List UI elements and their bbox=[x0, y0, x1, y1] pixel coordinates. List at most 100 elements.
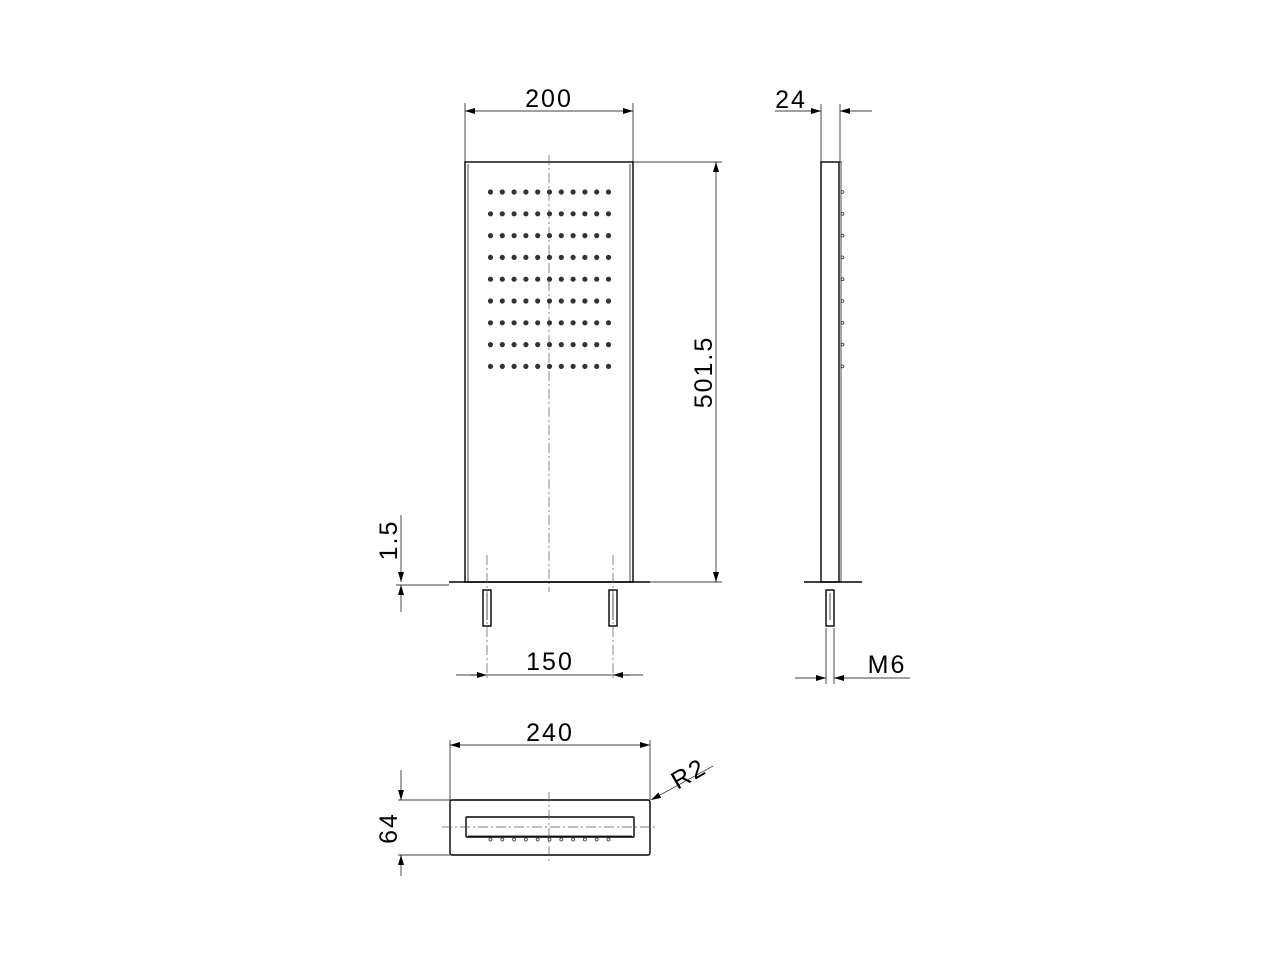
nozzle-hole bbox=[605, 320, 612, 326]
nozzle-hole bbox=[511, 233, 517, 239]
nozzle-hole bbox=[500, 837, 505, 842]
nozzle-hole bbox=[594, 341, 600, 348]
nozzle-hole bbox=[487, 189, 494, 195]
nozzle-hole bbox=[523, 189, 529, 195]
nozzle-hole bbox=[594, 837, 599, 842]
nozzle-hole bbox=[546, 233, 553, 239]
side-view: 24 M6 bbox=[775, 86, 910, 684]
nozzle-hole bbox=[605, 211, 612, 217]
nozzle-hole bbox=[840, 342, 845, 347]
nozzle-hole bbox=[558, 341, 564, 348]
nozzle-hole bbox=[535, 189, 541, 195]
nozzle-hole bbox=[558, 320, 564, 326]
nozzle-hole bbox=[840, 364, 845, 369]
nozzle-hole bbox=[582, 276, 588, 282]
nozzle-hole bbox=[605, 189, 612, 195]
nozzle-hole bbox=[511, 320, 517, 326]
nozzle-hole bbox=[571, 837, 575, 842]
nozzle-hole bbox=[558, 211, 564, 217]
nozzle-hole bbox=[487, 341, 494, 348]
fixing-distance-dimension: 150 bbox=[526, 648, 574, 676]
nozzle-hole bbox=[559, 837, 564, 842]
nozzle-hole bbox=[558, 189, 564, 195]
nozzle-hole bbox=[487, 320, 494, 326]
nozzle-hole bbox=[546, 189, 553, 195]
nozzle-hole bbox=[535, 298, 541, 304]
nozzle-hole bbox=[535, 211, 541, 217]
nozzle-hole bbox=[523, 298, 529, 304]
nozzle-hole bbox=[840, 320, 845, 325]
nozzle-hole bbox=[582, 298, 588, 304]
radius-dimension: R2 bbox=[666, 753, 711, 795]
nozzle-hole bbox=[523, 341, 529, 348]
nozzle-hole bbox=[499, 254, 505, 260]
nozzle-hole bbox=[523, 276, 529, 282]
nozzle-hole bbox=[582, 254, 588, 260]
nozzle-hole bbox=[535, 254, 541, 260]
nozzle-hole bbox=[499, 363, 505, 369]
nozzle-hole bbox=[594, 189, 600, 195]
nozzle-hole bbox=[546, 320, 553, 326]
nozzle-hole bbox=[605, 254, 612, 260]
nozzle-hole bbox=[511, 341, 517, 348]
nozzle-hole bbox=[511, 276, 517, 282]
nozzle-hole bbox=[535, 320, 541, 326]
nozzle-hole bbox=[487, 298, 494, 304]
nozzle-hole bbox=[558, 363, 564, 369]
nozzle-hole bbox=[499, 320, 505, 326]
top-view: 240 64 R2 bbox=[375, 719, 714, 876]
fixing-bolt bbox=[825, 589, 835, 627]
nozzle-hole bbox=[570, 320, 576, 326]
nozzle-hole bbox=[558, 254, 564, 260]
nozzle-hole bbox=[499, 211, 505, 217]
nozzle-hole bbox=[582, 233, 588, 239]
nozzle-hole bbox=[487, 276, 494, 282]
nozzle-hole bbox=[524, 837, 528, 842]
nozzle-hole bbox=[570, 298, 576, 304]
nozzle-hole bbox=[499, 276, 505, 282]
nozzle-hole bbox=[487, 233, 494, 239]
nozzle-hole bbox=[558, 298, 564, 304]
nozzle-hole bbox=[582, 320, 588, 326]
nozzle-hole bbox=[523, 211, 529, 217]
nozzle-hole bbox=[535, 837, 540, 842]
nozzle-hole bbox=[570, 276, 576, 282]
nozzle-row bbox=[488, 837, 611, 842]
height-dimension: 501.5 bbox=[690, 336, 718, 409]
nozzle-hole bbox=[594, 363, 600, 369]
fixing-bolt bbox=[608, 555, 618, 680]
nozzle-hole bbox=[583, 837, 587, 842]
nozzle-hole bbox=[840, 233, 845, 238]
nozzle-hole bbox=[582, 211, 588, 217]
nozzle-hole bbox=[535, 276, 541, 282]
nozzle-hole bbox=[523, 233, 529, 239]
nozzle-hole bbox=[594, 320, 600, 326]
nozzle-hole bbox=[582, 189, 588, 195]
nozzle-hole bbox=[840, 299, 845, 303]
nozzle-hole bbox=[511, 298, 517, 304]
nozzle-hole bbox=[535, 233, 541, 239]
nozzle-hole bbox=[605, 341, 612, 348]
nozzle-hole bbox=[535, 363, 541, 369]
nozzle-hole bbox=[499, 341, 505, 348]
nozzle-hole bbox=[840, 212, 845, 216]
nozzle-hole bbox=[547, 837, 552, 842]
nozzle-hole bbox=[606, 837, 611, 842]
nozzle-hole bbox=[511, 363, 517, 369]
nozzle-hole bbox=[594, 276, 600, 282]
depth-dimension: 24 bbox=[775, 86, 807, 114]
nozzle-hole bbox=[605, 298, 612, 304]
nozzle-hole bbox=[605, 276, 612, 282]
nozzle-hole bbox=[594, 233, 600, 239]
nozzle-hole bbox=[512, 837, 516, 842]
fixing-bolt bbox=[482, 555, 492, 680]
nozzle-hole bbox=[594, 211, 600, 217]
nozzle-hole bbox=[570, 189, 576, 195]
nozzle-hole bbox=[570, 233, 576, 239]
nozzle-hole bbox=[594, 254, 600, 260]
nozzle-hole bbox=[499, 298, 505, 304]
nozzle-hole bbox=[546, 298, 553, 304]
nozzle-hole bbox=[487, 254, 494, 260]
nozzle-hole bbox=[546, 254, 553, 260]
